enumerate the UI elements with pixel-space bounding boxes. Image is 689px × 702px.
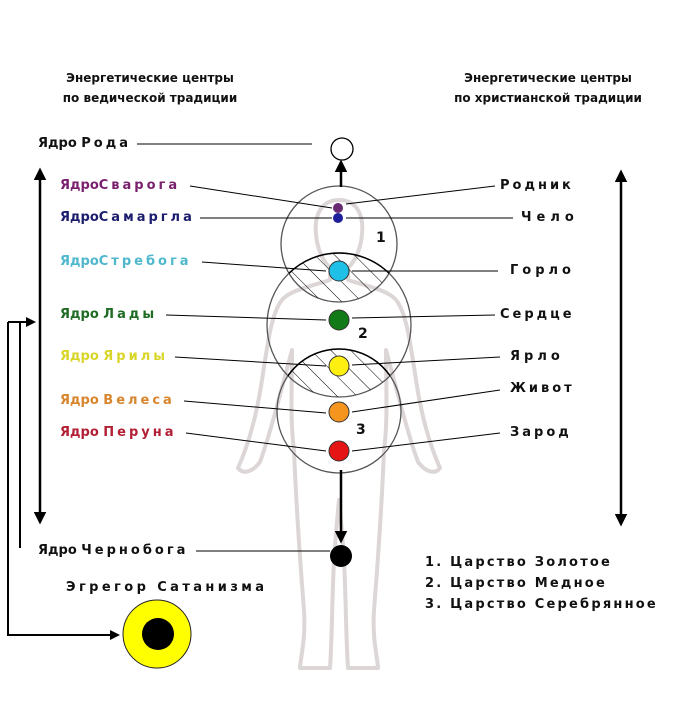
chakra-lada (328, 309, 350, 331)
label-name: Ярилы (103, 349, 168, 364)
header-christian-line1: Энергетические центры (464, 71, 632, 85)
feedback-arrow-to-egregor (7, 322, 120, 640)
legend-item: 1. Царство Золотое (425, 555, 613, 570)
label-prefix: Ядро (60, 393, 99, 408)
header-christian-line2: по христианской традиции (454, 91, 642, 105)
label-zhivot: Живот (510, 381, 575, 396)
overlap-hatch-1-2 (281, 252, 397, 302)
label-prefix: Ядро (60, 307, 99, 322)
chakra-stribog (328, 260, 350, 282)
label-name: Велеса (103, 393, 175, 408)
label-prefix: Ядро (60, 178, 99, 193)
label-rodnik: Родник (500, 178, 574, 193)
label-name: Чернобога (81, 543, 189, 558)
label-yarlo: Ярло (510, 349, 564, 364)
label-prefix: Ядро (60, 349, 99, 364)
chakra-yarila (328, 355, 350, 377)
label-yadro-yarily: Ядро Ярилы (60, 349, 168, 365)
label-name: Рода (81, 136, 132, 151)
label-name: Перуна (103, 425, 177, 440)
label-prefix: Ядро (60, 254, 99, 269)
chakra-samargl (333, 213, 343, 223)
label-yadro-svaroga: ЯдроСварога (60, 178, 180, 194)
egregor-title: Эгрегор Сатанизма (66, 580, 268, 595)
chakra-svarog (333, 203, 343, 213)
overlap-hatch-2-3 (276, 348, 402, 397)
human-silhouette (236, 198, 442, 670)
label-prefix: Ядро (60, 425, 99, 440)
zone-number-1: 1 (376, 230, 386, 246)
label-name: Самаргла (98, 210, 195, 225)
label-name: Стребога (98, 254, 192, 269)
zone-number-3: 3 (356, 422, 366, 438)
label-yadro-chernoboga: Ядро Чернобога (38, 543, 188, 559)
header-vedic-line1: Энергетические центры (66, 71, 234, 85)
right-leader-lines (345, 185, 513, 452)
label-yadro-striboga: ЯдроСтребога (60, 254, 192, 270)
label-yadro-peruna: Ядро Перуна (60, 425, 177, 441)
chakra-chernobog (330, 545, 352, 567)
label-chelo: Чело (521, 210, 579, 225)
header-christian: Энергетические центры по христианской тр… (438, 68, 658, 108)
header-vedic: Энергетические центры по ведической трад… (40, 68, 260, 108)
legend-item: 3. Царство Серебрянное (425, 597, 658, 612)
label-prefix: Ядро (38, 136, 77, 151)
kingdoms-legend: 1. Царство Золотое 2. Царство Медное 3. … (425, 552, 658, 615)
label-prefix: Ядро (38, 543, 77, 558)
label-prefix: Ядро (60, 210, 99, 225)
label-gorlo: Горло (510, 263, 575, 278)
label-yadro-velesa: Ядро Велеса (60, 393, 175, 409)
label-name: Сварога (98, 178, 181, 193)
feedback-arrow-to-lada (19, 317, 36, 548)
chakra-rod (330, 137, 354, 161)
label-zarod: Зарод (510, 425, 572, 440)
label-yadro-roda: Ядро Рода (38, 136, 131, 152)
legend-item: 2. Царство Медное (425, 576, 607, 591)
label-name: Лады (103, 307, 158, 322)
chakra-veles (328, 401, 350, 423)
chakra-perun (328, 440, 350, 462)
left-leader-lines (137, 143, 333, 552)
label-yadro-samargla: ЯдроСамаргла (60, 210, 195, 226)
egregor-inner-core (142, 618, 174, 650)
label-serdtse: Сердце (500, 307, 575, 322)
header-vedic-line2: по ведической традиции (62, 91, 238, 105)
zone-number-2: 2 (358, 326, 368, 342)
label-yadro-lady: Ядро Лады (60, 307, 157, 323)
